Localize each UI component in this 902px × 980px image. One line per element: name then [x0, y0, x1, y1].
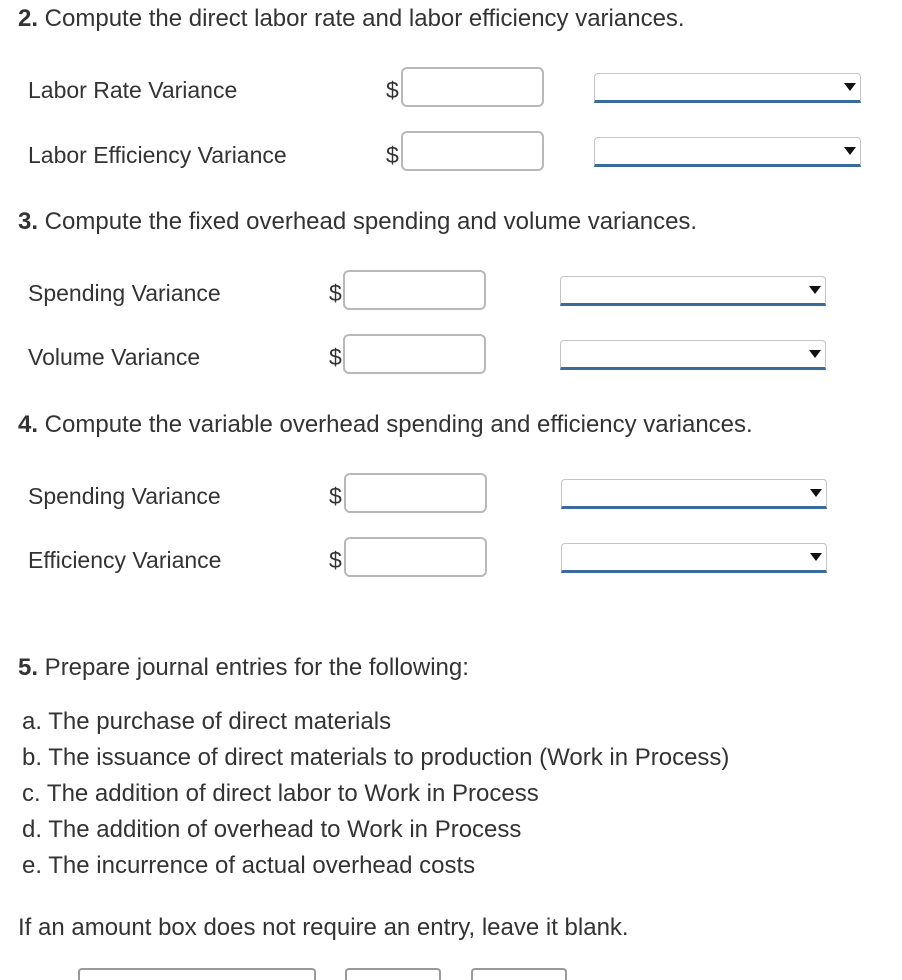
labor-rate-variance-input[interactable]: [401, 67, 544, 107]
efficiency-variance-label: Efficiency Variance: [28, 547, 222, 573]
instruction-note: If an amount box does not require an ent…: [18, 914, 629, 941]
question-text: Compute the direct labor rate and labor …: [38, 5, 685, 32]
currency-symbol: $: [329, 547, 342, 573]
journal-debit-input[interactable]: [345, 968, 441, 980]
volume-variance-input[interactable]: [343, 334, 486, 374]
journal-item-e: e. The incurrence of actual overhead cos…: [22, 852, 476, 879]
currency-symbol: $: [386, 77, 399, 103]
variable-spending-variance-input[interactable]: [344, 473, 487, 513]
question-3-heading: 3. Compute the fixed overhead spending a…: [18, 208, 697, 236]
currency-symbol: $: [329, 344, 342, 370]
question-text: Prepare journal entries for the followin…: [38, 654, 469, 681]
caret-down-icon: [809, 350, 821, 358]
currency-symbol: $: [329, 483, 342, 509]
caret-down-icon: [844, 147, 856, 155]
variable-spending-variance-type-select[interactable]: [561, 479, 827, 509]
efficiency-variance-input[interactable]: [344, 537, 487, 577]
currency-symbol: $: [386, 142, 399, 168]
labor-efficiency-variance-label: Labor Efficiency Variance: [28, 142, 287, 168]
fixed-spending-variance-type-select[interactable]: [560, 276, 826, 306]
labor-efficiency-variance-type-select[interactable]: [594, 137, 861, 167]
journal-item-b: b. The issuance of direct materials to p…: [22, 744, 730, 771]
efficiency-variance-type-select[interactable]: [561, 543, 827, 573]
volume-variance-label: Volume Variance: [28, 344, 201, 370]
labor-rate-variance-type-select[interactable]: [594, 73, 861, 103]
question-number: 3.: [18, 208, 39, 235]
caret-down-icon: [844, 83, 856, 91]
journal-account-select[interactable]: [78, 968, 316, 980]
question-number: 4.: [18, 411, 39, 438]
caret-down-icon: [810, 489, 822, 497]
caret-down-icon: [810, 553, 822, 561]
journal-item-d: d. The addition of overhead to Work in P…: [22, 816, 522, 843]
question-number: 5.: [18, 654, 39, 681]
question-2-heading: 2. Compute the direct labor rate and lab…: [18, 5, 685, 33]
fixed-spending-variance-label: Spending Variance: [28, 280, 221, 306]
fixed-spending-variance-input[interactable]: [343, 270, 486, 310]
question-number: 2.: [18, 5, 39, 32]
journal-credit-input[interactable]: [471, 968, 567, 980]
labor-efficiency-variance-input[interactable]: [401, 131, 544, 171]
question-5-heading: 5. Prepare journal entries for the follo…: [18, 654, 469, 682]
volume-variance-type-select[interactable]: [560, 340, 826, 370]
question-text: Compute the fixed overhead spending and …: [38, 208, 698, 235]
variable-spending-variance-label: Spending Variance: [28, 483, 221, 509]
caret-down-icon: [809, 286, 821, 294]
question-text: Compute the variable overhead spending a…: [38, 411, 753, 438]
question-4-heading: 4. Compute the variable overhead spendin…: [18, 411, 753, 439]
currency-symbol: $: [329, 280, 342, 306]
journal-item-c: c. The addition of direct labor to Work …: [22, 780, 539, 807]
journal-item-a: a. The purchase of direct materials: [22, 708, 392, 735]
labor-rate-variance-label: Labor Rate Variance: [28, 77, 238, 103]
